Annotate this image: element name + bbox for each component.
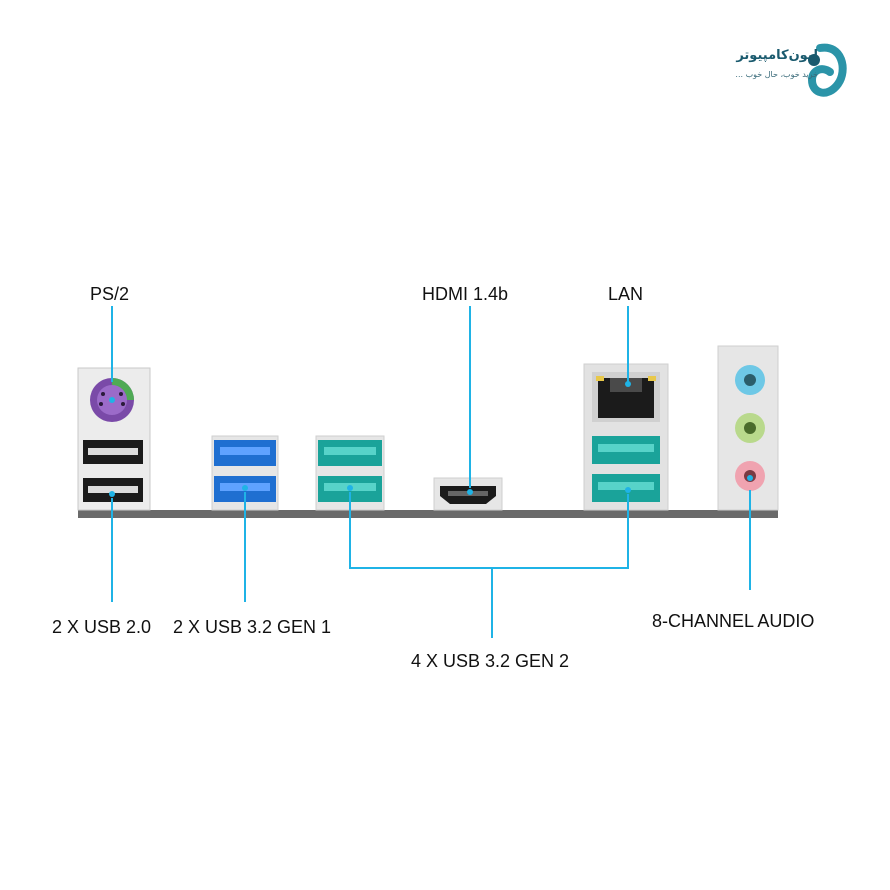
audio-block xyxy=(717,345,779,511)
callout-dots xyxy=(109,381,753,497)
label-ps2: PS/2 xyxy=(90,284,130,304)
brand-tagline: خرید خوب، حال خوب ... xyxy=(735,70,818,79)
brand-logo: لیون‌کامپیوتر خرید خوب، حال خوب ... xyxy=(700,40,850,100)
callout-usb-gen2-bracket xyxy=(349,492,629,569)
label-hdmi: HDMI 1.4b xyxy=(422,284,509,304)
label-usb-gen1: 2 X USB 3.2 GEN 1 xyxy=(173,617,332,637)
label-lan: LAN xyxy=(608,284,644,304)
lan-usb-block xyxy=(583,363,669,511)
brand-logo-icon xyxy=(807,43,847,97)
label-usb20: 2 X USB 2.0 xyxy=(52,617,152,637)
callout-lines xyxy=(111,306,751,638)
label-audio: 8-CHANNEL AUDIO xyxy=(652,611,815,631)
brand-name: لیون‌کامپیوتر xyxy=(736,48,818,63)
label-usb-gen2: 4 X USB 3.2 GEN 2 xyxy=(411,651,570,671)
board-edge xyxy=(78,510,778,518)
ps2-usb2-block xyxy=(77,367,151,511)
